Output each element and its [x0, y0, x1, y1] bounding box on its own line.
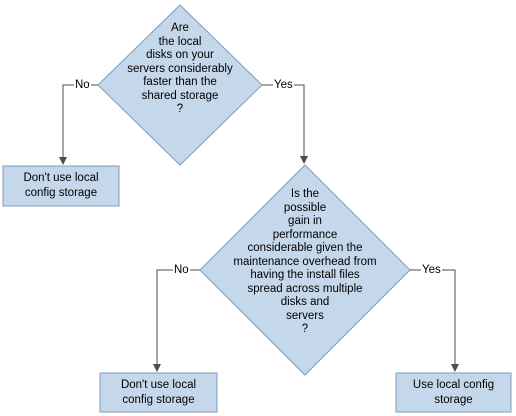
decision-2-yes-label: Yes — [421, 263, 442, 277]
connector-d1-no — [59, 84, 98, 165]
decision-1-yes-label: Yes — [273, 78, 294, 92]
decision-diamond-1 — [97, 4, 263, 166]
outcome-1-text: Don't use local config storage — [23, 172, 99, 199]
decision-2-no-label: No — [173, 263, 190, 277]
outcome-box-1 — [2, 165, 120, 207]
decision-diamond-2 — [199, 164, 411, 376]
outcome-box-3 — [395, 372, 512, 413]
connector-d2-no — [153, 269, 200, 372]
decision-2-question: Is the possible gain in performance cons… — [233, 188, 377, 335]
outcome-box-2 — [99, 372, 218, 413]
decision-1-question: Are the local disks on your servers cons… — [127, 22, 233, 115]
outcome-2-text: Don't use local config storage — [120, 378, 197, 406]
decision-1-no-label: No — [74, 78, 91, 92]
outcome-3-text: Use local config storage — [412, 378, 495, 406]
connector-d2-yes — [410, 269, 459, 372]
connector-d1-yes — [262, 84, 308, 164]
